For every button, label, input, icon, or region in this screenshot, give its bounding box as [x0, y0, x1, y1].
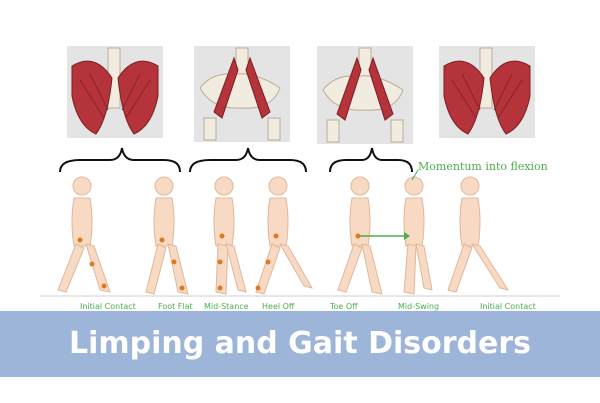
gait-figure-3 — [213, 176, 247, 295]
phase-label-mid-stance: Mid-Stance — [204, 302, 249, 311]
gluteus-illustration-1 — [71, 47, 159, 135]
psoas-illustration-2 — [322, 47, 404, 143]
phase-label-toe-off: Toe Off — [330, 302, 358, 311]
gait-figure-6 — [403, 176, 433, 295]
phase-label-heel-off: Heel Off — [262, 302, 295, 311]
gait-figure-2 — [145, 176, 189, 295]
phase-label-initial-contact: Initial Contact — [80, 302, 136, 311]
gait-figure-7 — [447, 176, 510, 293]
brace-3 — [329, 147, 413, 173]
gait-figure-1 — [57, 176, 111, 293]
phase-label-foot-flat: Foot Flat — [158, 302, 193, 311]
title-banner — [0, 311, 600, 377]
brace-2 — [189, 147, 307, 173]
momentum-arrowhead — [404, 232, 410, 240]
banner-title: Limping and Gait Disorders — [68, 326, 532, 361]
joint-markers — [77, 233, 361, 291]
gait-figure-5 — [337, 176, 383, 295]
brace-1 — [59, 147, 181, 173]
gluteus-illustration-2 — [443, 47, 531, 135]
psoas-illustration-1 — [199, 47, 281, 141]
momentum-annotation: Momentum into flexion — [418, 160, 548, 173]
phase-label-mid-swing: Mid-Swing — [398, 302, 440, 311]
phase-label-initial-contact-2: Initial Contact — [480, 302, 536, 311]
annotation-leader — [411, 169, 419, 181]
gait-figure-4 — [255, 176, 314, 295]
